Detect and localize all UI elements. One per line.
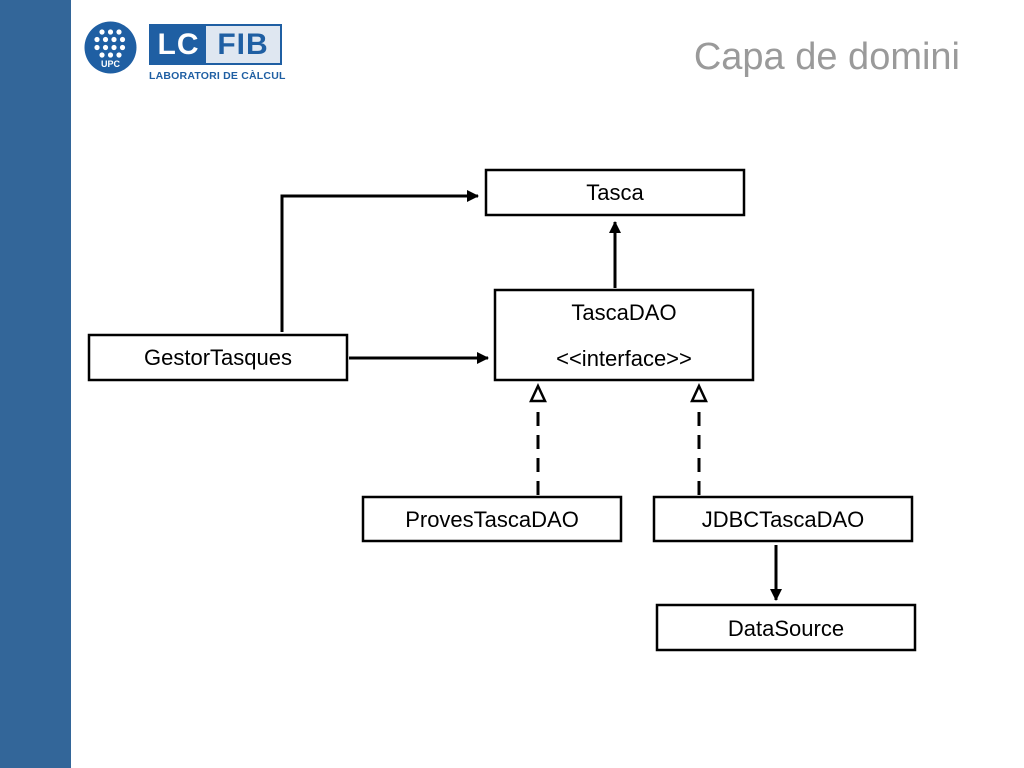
left-sidebar-band bbox=[0, 0, 71, 768]
class-label-proves-tasca-dao: ProvesTascaDAO bbox=[405, 507, 579, 532]
class-box-jdbc-tasca-dao bbox=[652, 495, 914, 543]
lc-fib-logo: LC FIB bbox=[149, 24, 282, 65]
class-label-gestor-tasques: GestorTasques bbox=[144, 345, 292, 370]
class-box-tasca bbox=[484, 168, 746, 217]
assoc-gestor-to-tasca bbox=[280, 190, 479, 332]
class-box-gestor-tasques bbox=[87, 333, 349, 382]
class-label-jdbc-tasca-dao: JDBCTascaDAO bbox=[702, 507, 865, 532]
logo-subtitle: LABORATORI DE CÀLCUL bbox=[149, 70, 286, 82]
class-box-data-source bbox=[655, 603, 917, 652]
class-stereotype-tasca-dao: <<interface>> bbox=[556, 346, 692, 371]
realization-triangle-proves-icon bbox=[529, 383, 547, 403]
lc-logo-text: LC bbox=[151, 26, 206, 63]
class-label-tasca-dao: TascaDAO bbox=[571, 300, 676, 325]
class-label-data-source: DataSource bbox=[728, 616, 844, 641]
page-title: Capa de domini bbox=[693, 36, 960, 78]
class-label-tasca: Tasca bbox=[586, 180, 644, 205]
class-box-proves-tasca-dao bbox=[361, 495, 623, 543]
upc-logo-icon: UPC bbox=[84, 21, 137, 74]
realization-triangle-jdbc-icon bbox=[690, 383, 708, 403]
class-box-tasca-dao bbox=[493, 288, 755, 382]
fib-logo-text: FIB bbox=[206, 26, 280, 63]
upc-logo-text: UPC bbox=[101, 59, 121, 69]
